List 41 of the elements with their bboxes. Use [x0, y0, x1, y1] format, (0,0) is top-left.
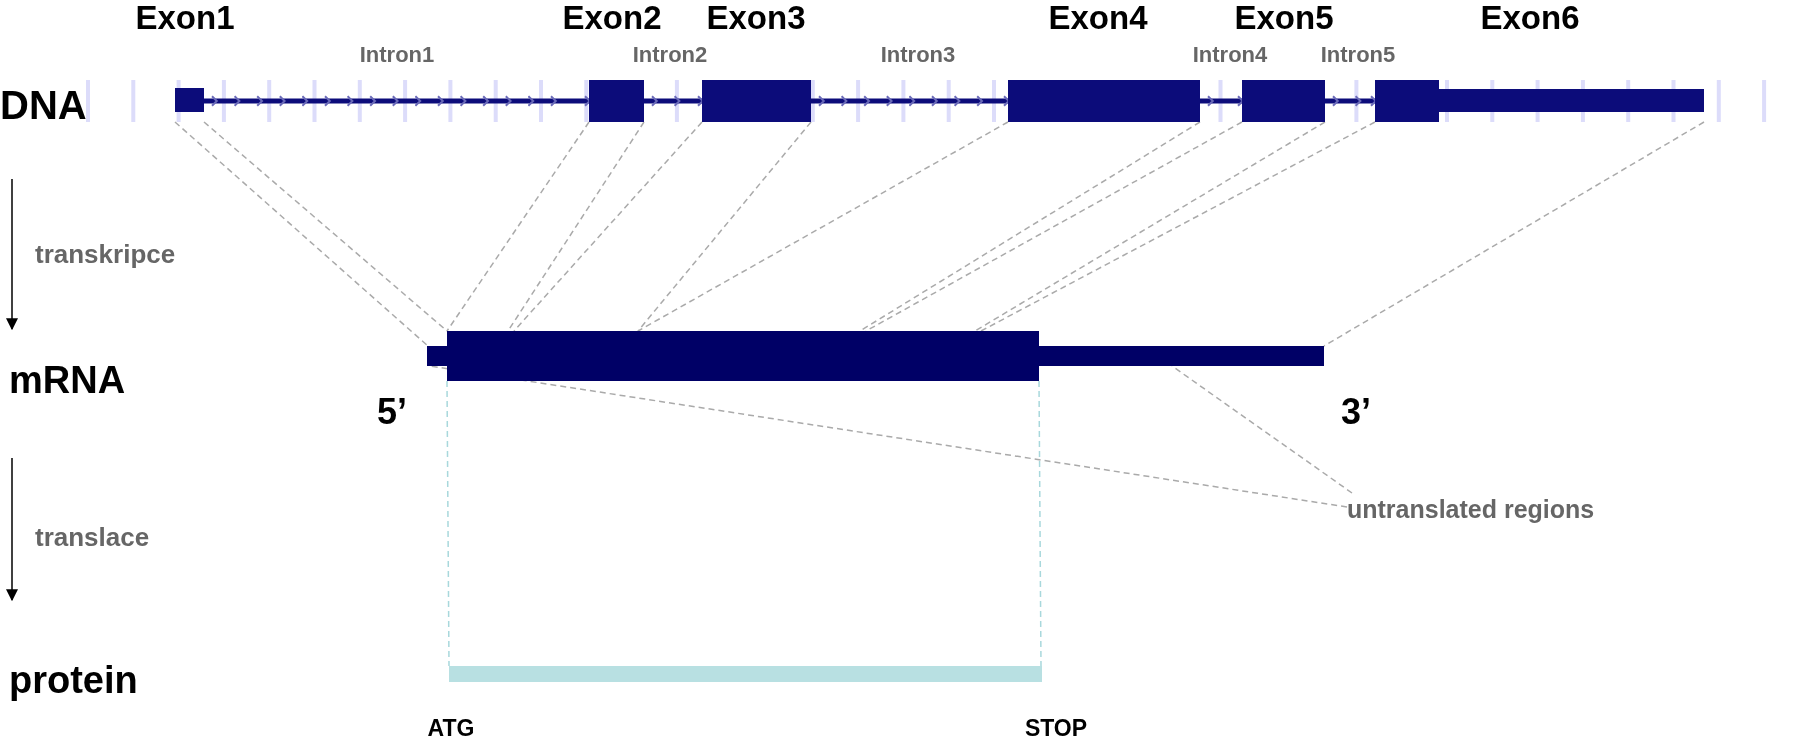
mapping-line	[637, 121, 1009, 332]
intron-line	[204, 95, 589, 107]
coding-sequence-bar	[447, 331, 1039, 381]
codon-label: STOP	[1024, 716, 1088, 742]
protein-bar	[449, 666, 1042, 682]
mapping-line	[1038, 380, 1042, 667]
mapping-line	[174, 121, 429, 347]
mapping-line	[637, 121, 812, 332]
leader-line	[429, 365, 1348, 508]
row-label: DNA	[0, 83, 87, 127]
utr-bar	[427, 346, 448, 366]
end-label: 3’	[1341, 392, 1371, 432]
process-label: translace	[35, 522, 150, 552]
mapping-line	[203, 121, 448, 332]
exon-label: Exon1	[135, 0, 235, 36]
codon-label: ATG	[427, 716, 475, 742]
row-label: protein	[9, 660, 138, 702]
intron-label: Intron4	[1192, 42, 1268, 68]
intron-label: Intron1	[359, 42, 435, 68]
mapping-line	[513, 121, 703, 332]
callout-text: untranslated regions	[1347, 494, 1596, 525]
intron-line	[1325, 95, 1375, 107]
intron-label: Intron2	[632, 42, 708, 68]
mapping-line	[446, 121, 590, 332]
mapping-line	[507, 121, 645, 332]
intron-label: Intron3	[880, 42, 956, 68]
intron-label: Intron5	[1320, 42, 1396, 68]
exon-label: Exon3	[706, 0, 806, 36]
mapping-line	[446, 380, 450, 667]
utr-bar	[1038, 346, 1324, 366]
mapping-line	[1323, 121, 1705, 347]
intron-line	[1200, 95, 1242, 107]
end-label: 5’	[377, 392, 407, 432]
intron-line	[644, 95, 702, 107]
intron-line	[811, 95, 1008, 107]
process-label: transkripce	[35, 239, 176, 269]
exon-label: Exon6	[1480, 0, 1580, 36]
exon-label: Exon4	[1048, 0, 1148, 36]
exon-label: Exon5	[1234, 0, 1334, 36]
row-label: mRNA	[9, 360, 126, 402]
exon-label: Exon2	[562, 0, 662, 36]
